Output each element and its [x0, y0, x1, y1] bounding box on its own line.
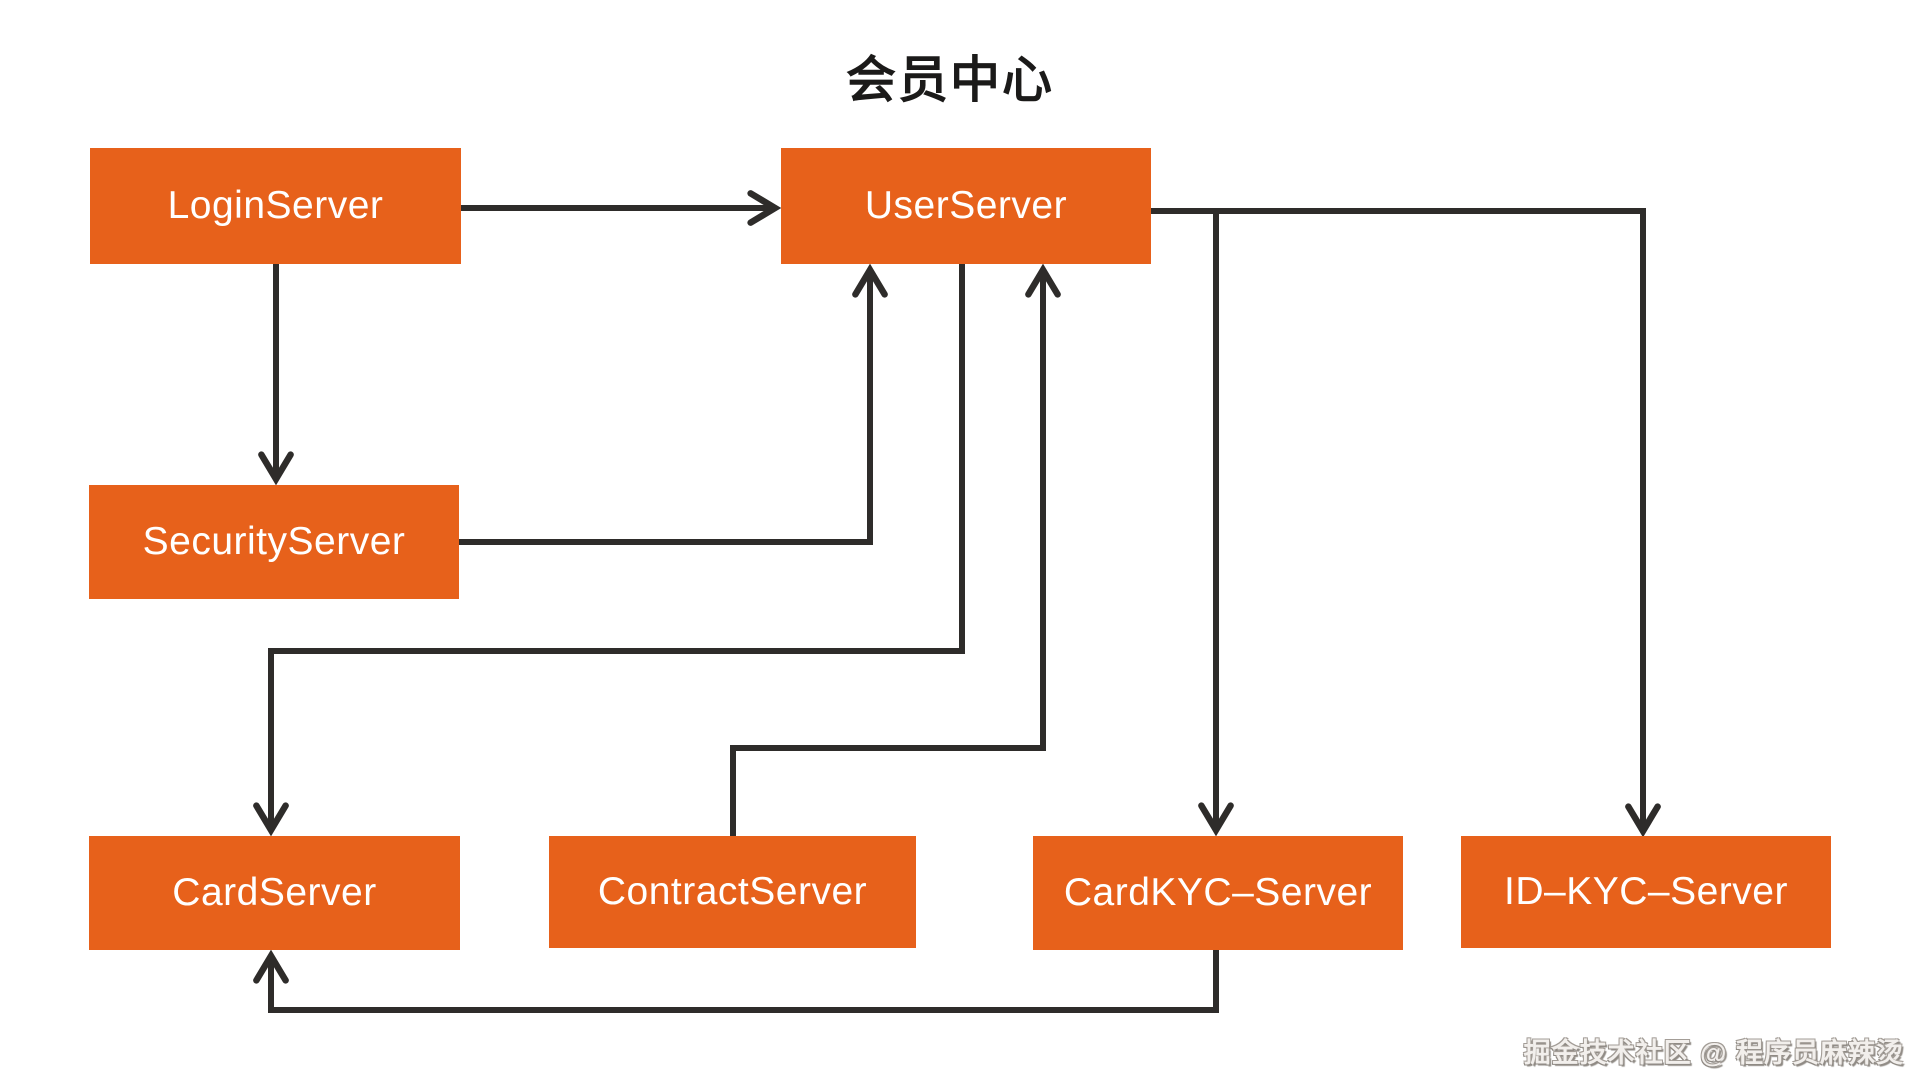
edge-security-server-to-user-server [459, 263, 888, 545]
edge-cardkyc-server-to-card-server [253, 949, 1219, 1013]
edge-user-server-to-idkyc-server [1151, 208, 1661, 838]
diagram-node-contract-server: ContractServer [549, 836, 916, 948]
node-label: CardKYC–Server [1063, 871, 1373, 914]
node-label: ContractServer [597, 870, 868, 913]
edge-user-server-to-cardkyc-server [1151, 208, 1234, 837]
diagram-node-login-server: LoginServer [90, 148, 461, 264]
diagram-node-user-server: UserServer [781, 148, 1151, 264]
node-label: CardServer [172, 871, 377, 914]
diagram-node-card-server: CardServer [89, 836, 460, 950]
node-label: ID–KYC–Server [1504, 870, 1788, 913]
node-label: UserServer [864, 184, 1068, 227]
node-label: LoginServer [167, 184, 384, 227]
watermark: 掘金技术社区 @ 程序员麻辣烫 [1523, 1038, 1904, 1068]
diagram-node-idkyc-server: ID–KYC–Server [1461, 836, 1831, 948]
node-label: SecurityServer [142, 520, 406, 563]
diagram-node-security-server: SecurityServer [89, 485, 459, 599]
diagram-node-cardkyc-server: CardKYC–Server [1033, 836, 1403, 950]
diagram-title: 会员中心 [846, 52, 1054, 108]
edge-contract-server-to-user-server [730, 263, 1061, 836]
edge-user-server-to-card-server [253, 264, 965, 837]
